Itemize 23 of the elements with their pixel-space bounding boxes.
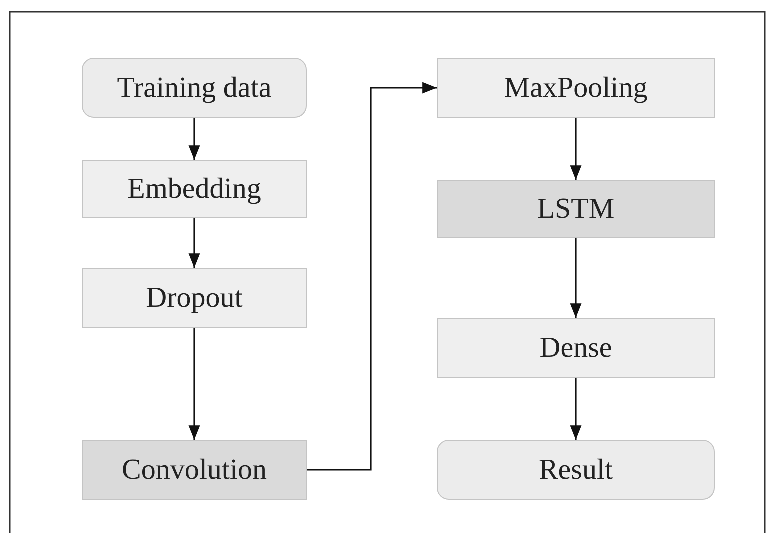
node-label: Embedding (128, 172, 262, 206)
start-box (82, 58, 307, 118)
node-label: Training data (117, 72, 272, 104)
node-label: LSTM (537, 192, 615, 226)
arrow (570, 238, 582, 318)
arrow (188, 218, 200, 268)
end-box (437, 440, 715, 500)
process-box (82, 440, 307, 500)
arrow (188, 328, 200, 440)
arrow (188, 118, 200, 160)
arrow (307, 82, 437, 471)
process-box (82, 268, 307, 328)
arrow (570, 378, 582, 440)
node-label: Dense (540, 332, 612, 364)
process-box (437, 318, 715, 378)
process-box (437, 180, 715, 238)
node-label: Dropout (146, 282, 243, 314)
node-label: Convolution (122, 454, 267, 486)
arrow (570, 118, 582, 180)
process-box (82, 160, 307, 218)
process-box (437, 58, 715, 118)
node-label: MaxPooling (504, 72, 648, 104)
node-label: Result (538, 454, 614, 486)
